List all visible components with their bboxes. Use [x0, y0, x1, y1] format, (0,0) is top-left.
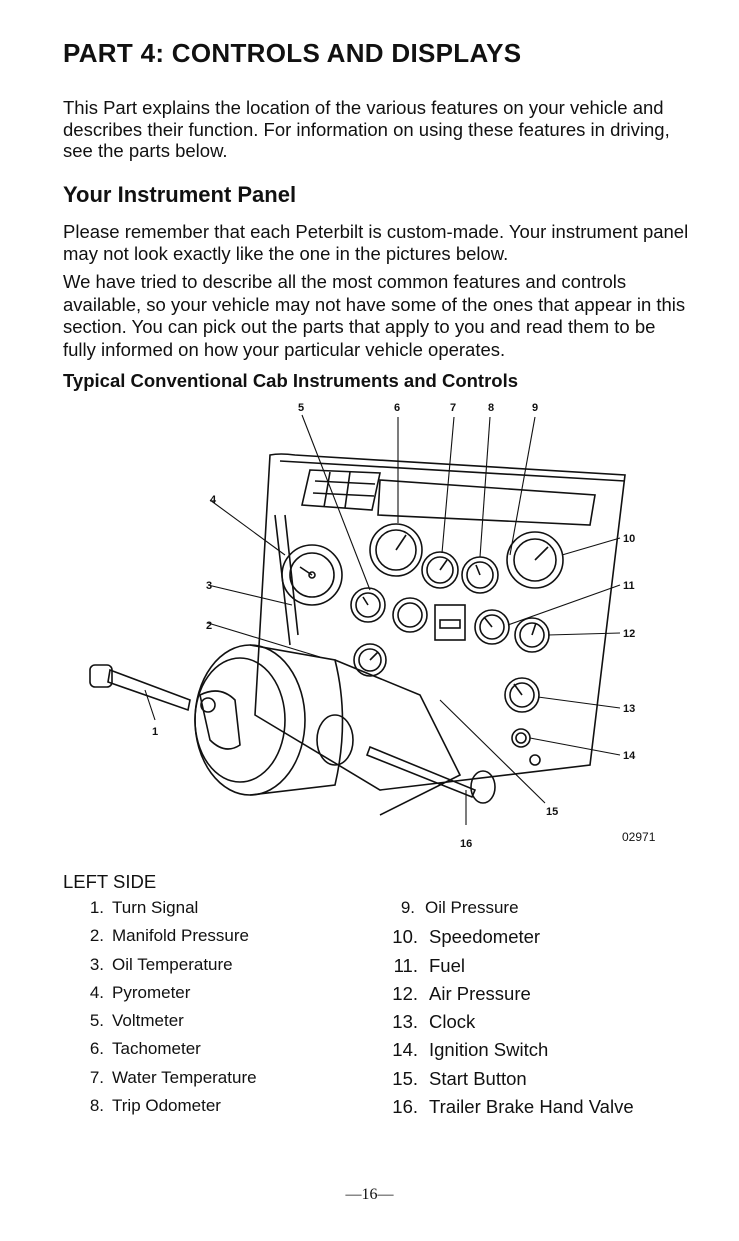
- item-number: 12.: [392, 982, 418, 1004]
- list-item: 10. Speedometer: [370, 926, 634, 954]
- item-label: Speedometer: [429, 926, 541, 948]
- item-number: 14.: [392, 1039, 418, 1061]
- intro-paragraph: This Part explains the location of the v…: [63, 97, 670, 161]
- item-label: Start Button: [429, 1067, 527, 1089]
- tachometer-gauge: [369, 523, 423, 577]
- callout-10: 10: [623, 533, 635, 545]
- ignition-switch: [511, 728, 531, 748]
- callout-2: 2: [206, 620, 212, 632]
- callout-11: 11: [623, 580, 635, 592]
- callout-9: 9: [532, 402, 538, 414]
- clock-gauge: [504, 677, 540, 713]
- item-label: Trip Odometer: [112, 1096, 221, 1116]
- list-item: 16. Trailer Brake Hand Valve: [370, 1096, 634, 1124]
- callout-1: 1: [152, 726, 158, 738]
- callout-5: 5: [298, 402, 304, 414]
- oil-temperature-gauge: [392, 597, 428, 633]
- item-number: 15.: [392, 1067, 418, 1089]
- instrument-panel-illustration: 5 6 7 8 9 10 11 12 13 14 15 16 4 3 2 1: [89, 402, 636, 850]
- item-number: 13.: [392, 1011, 418, 1033]
- dash-top-edge: [279, 460, 626, 482]
- manifold-pressure-gauge: [353, 643, 387, 677]
- item-label: Water Temperature: [112, 1067, 257, 1087]
- figure-number: 02971: [622, 830, 656, 844]
- legend-left-column: 1. Turn Signal 2. Manifold Pressure 3. Oil …: [63, 898, 257, 1124]
- list-item: 3. Oil Temperature: [63, 955, 257, 983]
- item-label: Manifold Pressure: [112, 926, 250, 946]
- oil-pressure-gauge: [461, 556, 499, 594]
- list-item: 7. Water Temperature: [63, 1068, 257, 1096]
- fuel-gauge: [474, 609, 510, 645]
- item-number: 9.: [400, 898, 415, 917]
- section-heading: Your Instrument Panel: [63, 182, 297, 207]
- air-pressure-gauge: [514, 617, 550, 653]
- turn-signal-lever: [89, 664, 191, 712]
- list-item: 8. Trip Odometer: [63, 1096, 257, 1124]
- list-item: 11. Fuel: [370, 955, 634, 983]
- callout-4: 4: [210, 494, 217, 506]
- water-temperature-gauge: [421, 551, 459, 589]
- item-number: 8.: [89, 1096, 104, 1116]
- item-label: Fuel: [429, 954, 465, 976]
- left-side-label: LEFT SIDE: [63, 871, 157, 892]
- page-title: PART 4: CONTROLS AND DISPLAYS: [63, 38, 522, 68]
- list-item: 6. Tachometer: [63, 1039, 257, 1067]
- item-number: 3.: [89, 954, 104, 974]
- callout-7: 7: [450, 402, 456, 414]
- callout-6: 6: [394, 402, 400, 414]
- pyrometer-gauge: [281, 544, 343, 606]
- item-label: Oil Temperature: [112, 954, 233, 974]
- item-number: 5.: [89, 1011, 104, 1031]
- custom-made-paragraph: Please remember that each Peterbilt is c…: [63, 221, 689, 264]
- item-number: 6.: [89, 1039, 104, 1059]
- page-number: —16—: [345, 1186, 394, 1203]
- trailer-brake-valve: [365, 745, 496, 804]
- item-number: 4.: [89, 982, 104, 1002]
- item-label: Air Pressure: [429, 982, 531, 1004]
- callout-12: 12: [623, 628, 635, 640]
- dash-bezel: [301, 469, 381, 511]
- legend-right-column: 9. Oil Pressure 10. Speedometer 11. Fuel 12…: [370, 898, 634, 1124]
- features-paragraph: We have tried to describe all the most c…: [63, 271, 686, 360]
- item-label: Tachometer: [112, 1039, 201, 1059]
- item-number: 11.: [393, 954, 418, 976]
- list-item: 14. Ignition Switch: [370, 1039, 634, 1067]
- item-label: Ignition Switch: [429, 1039, 549, 1061]
- callout-8: 8: [488, 402, 494, 414]
- speedometer-gauge: [506, 531, 564, 589]
- list-item: 12. Air Pressure: [370, 983, 634, 1011]
- item-number: 10.: [392, 926, 418, 948]
- voltmeter-gauge: [350, 587, 386, 623]
- dash-panel-outline: [254, 453, 626, 791]
- item-number: 1.: [89, 898, 104, 917]
- callout-15: 15: [546, 806, 558, 818]
- list-item: 1. Turn Signal: [63, 898, 257, 926]
- item-label: Oil Pressure: [425, 898, 519, 917]
- steering-column: [194, 644, 462, 816]
- trip-odometer: [434, 604, 466, 641]
- item-label: Clock: [429, 1011, 476, 1033]
- list-item: 2. Manifold Pressure: [63, 926, 257, 954]
- item-label: Turn Signal: [112, 898, 199, 917]
- item-number: 7.: [89, 1067, 104, 1087]
- start-button: [529, 754, 541, 766]
- item-number: 16.: [392, 1096, 418, 1118]
- item-label: Pyrometer: [112, 982, 191, 1002]
- callout-16: 16: [460, 838, 472, 850]
- item-label: Voltmeter: [112, 1011, 184, 1031]
- callout-14: 14: [623, 750, 636, 762]
- callout-13: 13: [623, 703, 635, 715]
- list-item: 9. Oil Pressure: [370, 898, 634, 926]
- item-label: Trailer Brake Hand Valve: [429, 1096, 634, 1118]
- callout-3: 3: [206, 580, 212, 592]
- list-item: 13. Clock: [370, 1011, 634, 1039]
- figure-title: Typical Conventional Cab Instruments and…: [63, 370, 519, 391]
- list-item: 5. Voltmeter: [63, 1011, 257, 1039]
- list-item: 15. Start Button: [370, 1068, 634, 1096]
- list-item: 4. Pyrometer: [63, 983, 257, 1011]
- item-number: 2.: [89, 926, 104, 946]
